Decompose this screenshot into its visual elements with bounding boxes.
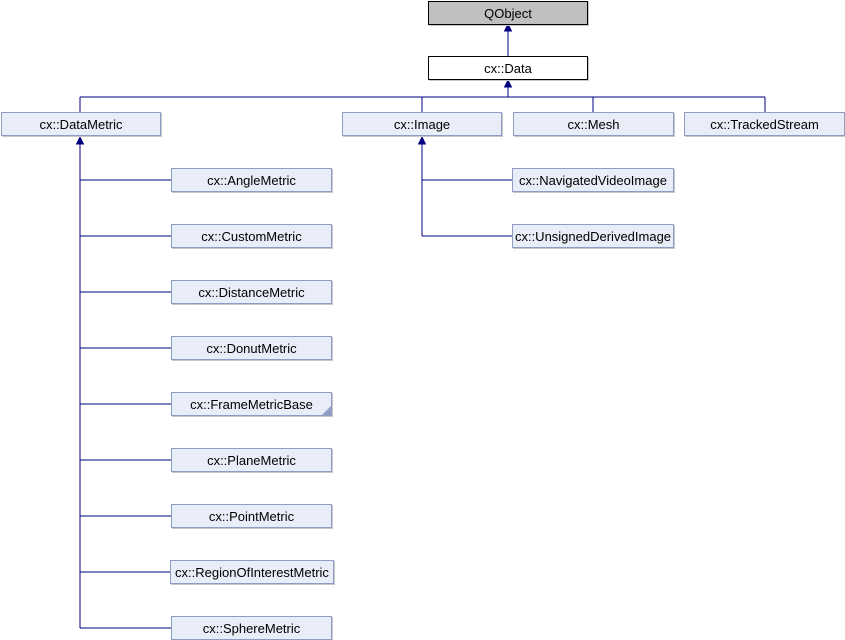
node-cx-anglemetric[interactable]: cx::AngleMetric [171,168,332,192]
node-cx-custommetric[interactable]: cx::CustomMetric [171,224,332,248]
node-cx-regionofinterestmetric[interactable]: cx::RegionOfInterestMetric [170,560,334,584]
node-cx-unsignedderivedimage[interactable]: cx::UnsignedDerivedImage [512,224,674,248]
edge-rail-to-data [79,78,766,112]
node-cx-distancemetric[interactable]: cx::DistanceMetric [171,280,332,304]
edge-images-to-image [417,135,512,237]
node-cx-planemetric[interactable]: cx::PlaneMetric [171,448,332,472]
node-cx-mesh[interactable]: cx::Mesh [513,112,674,136]
node-cx-datametric[interactable]: cx::DataMetric [1,112,161,136]
edge-data-to-qobject [503,22,513,56]
node-cx-donutmetric[interactable]: cx::DonutMetric [171,336,332,360]
node-cx-navigatedvideoimage[interactable]: cx::NavigatedVideoImage [512,168,674,192]
node-cx-image[interactable]: cx::Image [342,112,502,136]
node-cx-framemetricbase-label: cx::FrameMetricBase [190,396,313,412]
node-cx-data[interactable]: cx::Data [428,56,588,80]
node-cx-spheremetric[interactable]: cx::SphereMetric [171,616,332,640]
node-cx-framemetricbase[interactable]: cx::FrameMetricBase [171,392,332,416]
truncated-corner-icon [322,406,331,415]
node-cx-pointmetric[interactable]: cx::PointMetric [171,504,332,528]
node-qobject[interactable]: QObject [428,1,588,25]
edge-metrics-to-datametric [75,135,171,629]
node-cx-trackedstream[interactable]: cx::TrackedStream [684,112,845,136]
